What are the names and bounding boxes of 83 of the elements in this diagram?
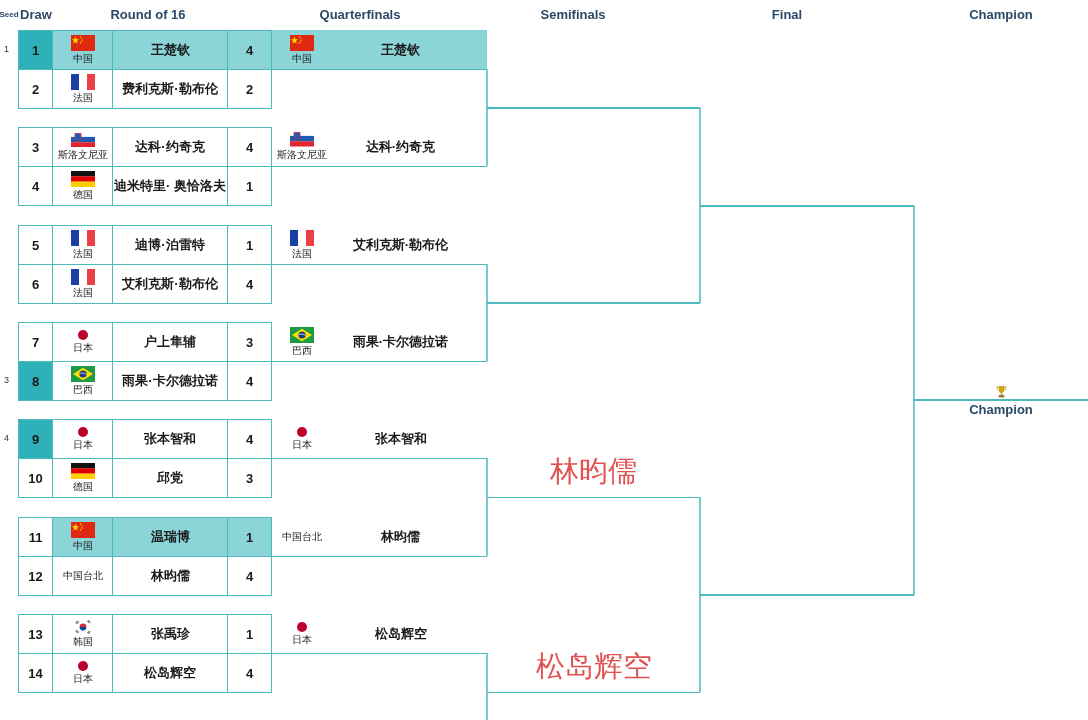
column-header: Champion [969, 7, 1033, 22]
bracket-line [913, 205, 915, 401]
bracket-slot [272, 30, 487, 70]
player-row [18, 458, 272, 498]
player-name: 王楚钦 [380, 40, 421, 59]
country-name: 中国 [292, 52, 312, 65]
player-row [18, 653, 272, 693]
bracket-line [913, 399, 915, 596]
player-name: 松岛辉空 [534, 648, 653, 684]
player-row [18, 69, 272, 109]
player-name: 林昀儒 [549, 453, 638, 489]
player-row [18, 361, 272, 401]
seed-number: 4 [4, 433, 9, 443]
player-row [18, 127, 272, 167]
column-header: Round of 16 [110, 7, 186, 22]
country-name: 日本 [72, 673, 93, 685]
player-name: 艾利克斯·勒布伦 [351, 235, 450, 254]
country-name: 法国 [72, 287, 93, 299]
country-name: 法国 [72, 248, 93, 260]
player-name: 达科·约奇克 [364, 137, 437, 156]
player-name-cell: 温瑞博 [113, 518, 228, 556]
draw-number-cell: 9 [19, 420, 53, 458]
country-name: 中国台北 [62, 570, 103, 582]
empty-slot-line [700, 205, 914, 207]
player-name: 林昀儒 [380, 527, 421, 546]
score-cell: 4 [228, 31, 271, 69]
column-header: Final [771, 7, 803, 22]
empty-slot-line [487, 302, 700, 304]
bracket-line [699, 594, 701, 693]
country-name: 德国 [72, 189, 93, 201]
country-name: 日本 [72, 342, 93, 354]
player-name: 张本智和 [373, 429, 428, 448]
country-name: 中国 [72, 540, 93, 552]
player-row [18, 419, 272, 459]
player-row [18, 614, 272, 654]
country-name: 中国台北 [282, 530, 322, 543]
column-header: Draw [20, 7, 52, 22]
player-row [18, 517, 272, 557]
champion-title: Champion [968, 402, 1034, 417]
player-row [18, 556, 272, 596]
bracket-line [486, 302, 488, 362]
draw-number-cell: 8 [19, 362, 53, 400]
draw-number-cell: 1 [19, 31, 53, 69]
seed-number: 3 [4, 375, 9, 385]
country-name: 日本 [292, 438, 312, 451]
player-row [18, 264, 272, 304]
player-row [18, 322, 272, 362]
country-name: 法国 [72, 92, 93, 104]
score-cell: 1 [228, 518, 271, 556]
player-name-cell: 迪米特里· 奥恰洛夫 [113, 167, 228, 205]
player-row [18, 166, 272, 206]
player-row [18, 225, 272, 265]
bracket-line [699, 205, 701, 304]
bracket-line [486, 691, 488, 720]
bracket-line [699, 496, 701, 596]
bracket-line [486, 107, 488, 167]
country-name: 法国 [292, 247, 312, 260]
country-name: 德国 [72, 481, 93, 493]
country-name: 中国 [72, 53, 93, 65]
country-name: 巴西 [72, 384, 93, 396]
champion-slot [914, 384, 1088, 420]
player-name-cell: 王楚钦 [113, 31, 228, 69]
seed-number: 1 [4, 44, 9, 54]
empty-slot-line [700, 594, 914, 596]
column-header: Quarterfinals [319, 7, 401, 22]
country-name: 韩国 [72, 636, 93, 648]
bracket-line [486, 652, 488, 693]
bracket-line [699, 107, 701, 207]
bracket-line [486, 68, 488, 109]
column-header: Semifinals [540, 7, 606, 22]
empty-slot-line [487, 107, 700, 109]
bracket-line [486, 496, 488, 557]
country-name: 斯洛文尼亚 [277, 148, 327, 161]
country-name: 日本 [292, 633, 312, 646]
player-name: 雨果·卡尔德拉诺 [351, 332, 450, 351]
player-row [18, 30, 272, 70]
bracket-line [486, 457, 488, 498]
bracket-line [486, 263, 488, 304]
player-name: 松岛辉空 [373, 624, 428, 643]
country-name: 斯洛文尼亚 [57, 149, 108, 162]
country-name: 日本 [72, 439, 93, 451]
country-name: 巴西 [292, 344, 312, 357]
column-header: Seed [0, 10, 19, 20]
